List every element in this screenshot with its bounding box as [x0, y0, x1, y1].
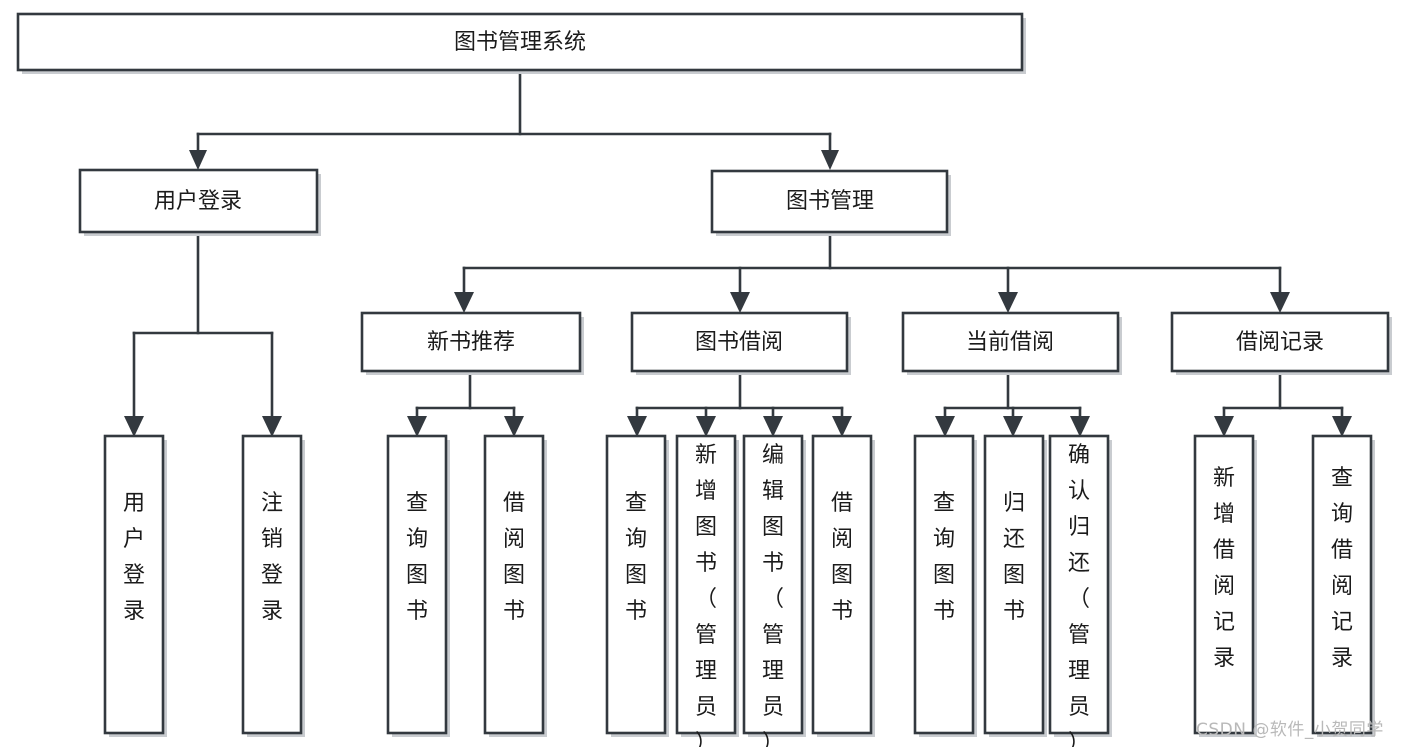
arrow-bm-c4: [1270, 292, 1290, 313]
node-borrow-record[interactable]: 借阅记录: [1170, 311, 1392, 375]
node-root[interactable]: 图书管理系统: [16, 12, 1026, 74]
arrow-bm-c1: [454, 292, 474, 313]
arrow-cb-l2: [1003, 416, 1023, 437]
node-leaf-return-book[interactable]: 归还图书: [983, 434, 1047, 737]
arrow-user-login-l1: [124, 416, 144, 437]
node-leaf-logout-login[interactable]: 注销登录: [241, 434, 305, 737]
node-leaf-query-book-1[interactable]: 查询图书: [386, 434, 450, 737]
node-leaf-borrow-book-1-label: 借阅图书: [503, 491, 525, 624]
csdn-watermark: CSDN @软件_小贺同学: [1196, 720, 1384, 740]
node-leaf-confirm-return[interactable]: 确认归还（管理员）: [1048, 434, 1112, 747]
node-user-login-label: 用户登录: [154, 189, 242, 214]
arrow-bm-c3: [998, 292, 1018, 313]
arrow-root-to-book-manage: [821, 150, 839, 170]
node-new-book-rec[interactable]: 新书推荐: [360, 311, 584, 375]
node-leaf-borrow-book-1[interactable]: 借阅图书: [483, 434, 547, 737]
node-leaf-borrow-book-2[interactable]: 借阅图书: [811, 434, 875, 737]
node-new-book-rec-label: 新书推荐: [427, 330, 515, 355]
node-leaf-user-login[interactable]: 用户登录: [103, 434, 167, 737]
node-leaf-edit-book-label: 编辑图书（管理员）: [762, 443, 784, 747]
node-leaf-add-record-label: 新增借阅记录: [1213, 466, 1235, 671]
node-leaf-query-book-2[interactable]: 查询图书: [605, 434, 669, 737]
node-leaf-borrow-book-2-label: 借阅图书: [831, 491, 853, 624]
arrow-nbr-l1: [407, 416, 427, 437]
node-leaf-edit-book[interactable]: 编辑图书（管理员）: [742, 434, 806, 747]
arrow-bb-l1: [627, 416, 647, 437]
node-leaf-query-book-1-label: 查询图书: [406, 491, 428, 624]
arrow-bb-l2: [696, 416, 716, 437]
node-leaf-query-record[interactable]: 查询借阅记录: [1311, 434, 1375, 737]
node-leaf-query-record-label: 查询借阅记录: [1331, 466, 1353, 671]
arrow-bm-c2: [730, 292, 750, 313]
node-borrow-record-label: 借阅记录: [1236, 330, 1324, 355]
arrow-br-l1: [1214, 416, 1234, 437]
arrow-cb-l1: [935, 416, 955, 437]
arrow-nbr-l2: [504, 416, 524, 437]
node-leaf-query-book-3-label: 查询图书: [933, 491, 955, 624]
arrow-cb-l3: [1070, 416, 1090, 437]
node-book-manage[interactable]: 图书管理: [710, 169, 951, 236]
node-leaf-confirm-return-label: 确认归还（管理员）: [1068, 443, 1090, 747]
arrow-bb-l3: [763, 416, 783, 437]
node-leaf-return-book-label: 归还图书: [1003, 491, 1025, 624]
node-current-borrow-label: 当前借阅: [966, 330, 1054, 355]
node-book-borrow[interactable]: 图书借阅: [630, 311, 851, 375]
node-leaf-user-login-label: 用户登录: [123, 491, 145, 624]
node-book-manage-label: 图书管理: [786, 189, 874, 214]
node-current-borrow[interactable]: 当前借阅: [901, 311, 1122, 375]
node-leaf-logout-login-label: 注销登录: [261, 491, 283, 624]
node-leaf-add-book[interactable]: 新增图书（管理员）: [675, 434, 739, 747]
node-leaf-query-book-3[interactable]: 查询图书: [913, 434, 977, 737]
connector-layer: [124, 68, 1352, 437]
arrow-root-to-user-login: [189, 150, 207, 170]
arrow-bb-l4: [832, 416, 852, 437]
node-leaf-add-record[interactable]: 新增借阅记录: [1193, 434, 1257, 737]
arrow-user-login-l2: [262, 416, 282, 437]
node-book-borrow-label: 图书借阅: [695, 330, 783, 355]
arrow-br-l2: [1332, 416, 1352, 437]
node-root-label: 图书管理系统: [454, 30, 586, 55]
node-user-login[interactable]: 用户登录: [78, 168, 321, 236]
node-leaf-query-book-2-label: 查询图书: [625, 491, 647, 624]
node-leaf-add-book-label: 新增图书（管理员）: [695, 443, 717, 747]
